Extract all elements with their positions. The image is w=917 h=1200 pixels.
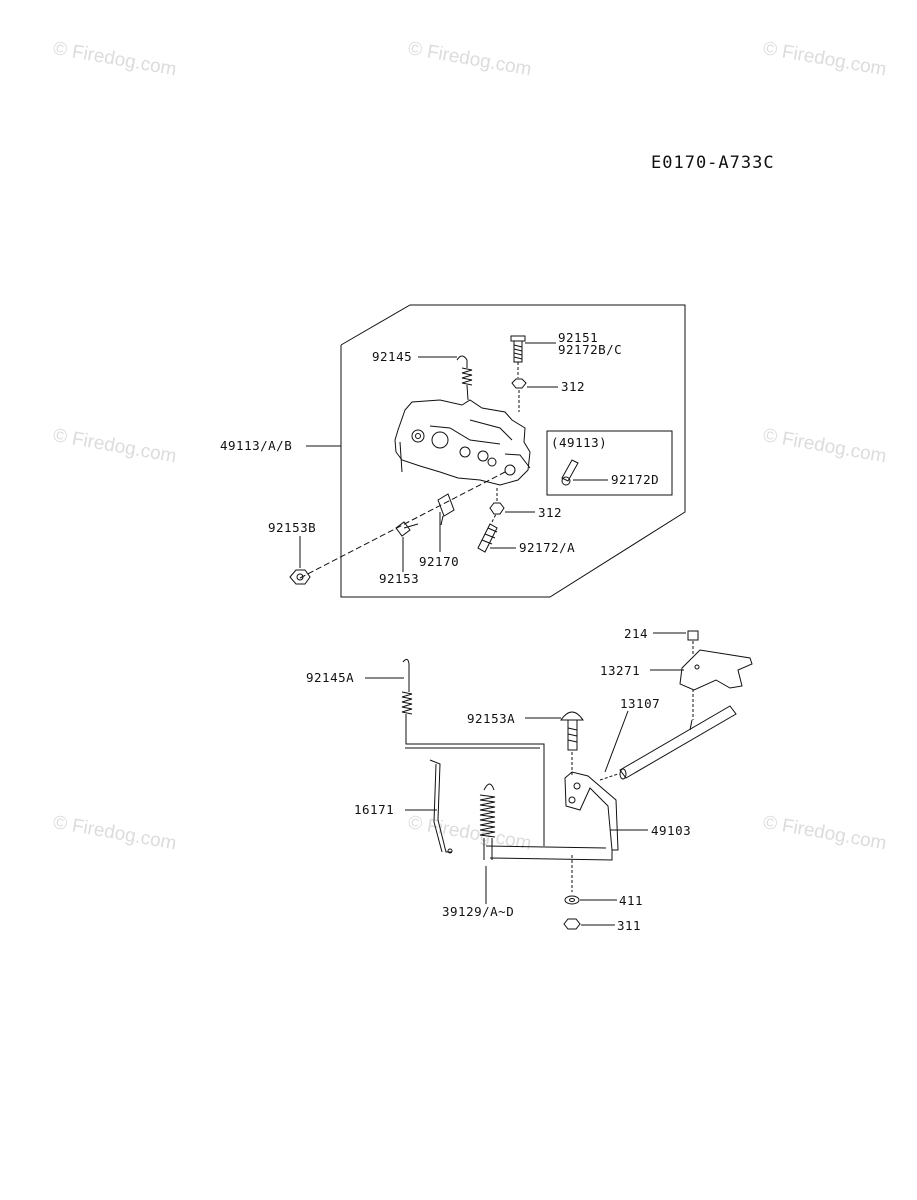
diagram-code: E0170-A733C — [651, 153, 775, 173]
part-label-92170: 92170 — [419, 554, 460, 569]
assembly-frame — [340, 304, 686, 598]
part-label-312-upper: 312 — [561, 379, 586, 394]
part-label-49113-inset: (49113) — [551, 435, 608, 450]
part-label-49113-a-b: 49113/A/B — [220, 438, 293, 453]
part-label-312-lower: 312 — [538, 505, 563, 520]
part-label-92172-a: 92172/A — [519, 540, 576, 555]
part-label-411: 411 — [619, 893, 644, 908]
part-label-92151: 92151 — [558, 330, 599, 345]
part-label-92145a: 92145A — [306, 670, 355, 685]
part-label-16171: 16171 — [354, 802, 395, 817]
part-label-92145: 92145 — [372, 349, 413, 364]
part-label-92153b: 92153B — [268, 520, 317, 535]
part-label-92172b-c: 92172B/C — [558, 342, 623, 357]
control-bracket — [394, 399, 531, 486]
inset-box — [546, 430, 673, 496]
part-label-311: 311 — [617, 918, 642, 933]
part-label-13271: 13271 — [600, 663, 641, 678]
part-label-13107: 13107 — [620, 696, 661, 711]
part-label-92153a: 92153A — [467, 711, 516, 726]
part-label-214: 214 — [624, 626, 649, 641]
part-label-92172d: 92172D — [611, 472, 660, 487]
part-label-49103: 49103 — [651, 823, 692, 838]
part-label-39129-a-d: 39129/A~D — [442, 904, 515, 919]
part-label-92153: 92153 — [379, 571, 420, 586]
